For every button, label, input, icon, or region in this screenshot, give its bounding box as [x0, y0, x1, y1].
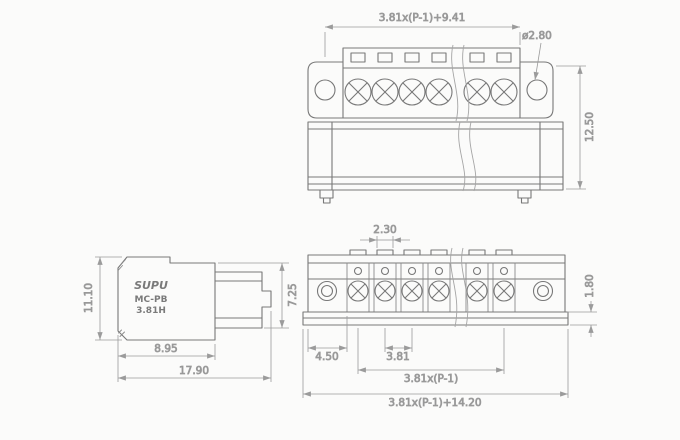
dim-edge-offset: 4.50 — [307, 316, 348, 363]
serrations — [118, 259, 126, 337]
socket-screws — [347, 280, 515, 302]
dim-label-pitch: 3.81 — [386, 351, 409, 363]
dim-plug-depth-total: 17.90 — [118, 311, 272, 382]
mount-feet — [319, 189, 532, 204]
side-view — [307, 121, 564, 204]
dim-label-span-centers: 3.81x(P-1) — [404, 373, 458, 385]
dim-label-flange-thickness: 1.80 — [584, 274, 596, 297]
left-mount-hole — [316, 280, 338, 302]
dim-label-height-right: 12.50 — [584, 112, 596, 142]
dim-label-edge-offset: 4.50 — [315, 351, 338, 363]
front-view — [307, 47, 554, 119]
brand-logo: SUPU — [134, 279, 168, 292]
dim-label-top-span: 3.81x(P-1)+9.41 — [379, 12, 466, 24]
dim-plug-height: 11.10 — [83, 256, 122, 341]
dim-label-plug-right-height: 7.25 — [287, 283, 299, 306]
left-mount-hole — [314, 79, 336, 101]
dim-label-hole-dia: ø2.80 — [522, 30, 552, 42]
dim-label-plug-height: 11.10 — [83, 283, 95, 313]
dim-hole-dia: ø2.80 — [522, 30, 552, 81]
socket-view-break-lines — [450, 247, 469, 328]
terminal-screws — [344, 78, 518, 106]
dim-span-centers: 3.81x(P-1) — [357, 328, 505, 385]
dim-flange-thickness: 1.80 — [567, 274, 597, 337]
dim-pitch: 3.81 — [384, 328, 413, 363]
pitch-code-label: 3.81H — [136, 306, 166, 316]
right-mount-hole — [526, 79, 548, 101]
dim-label-plug-depth-total: 17.90 — [179, 365, 209, 377]
dim-slot-width: 2.30 — [360, 224, 410, 248]
dim-label-slot-width: 2.30 — [373, 224, 396, 236]
right-mount-hole — [532, 280, 554, 302]
model-label: MC-PB — [135, 295, 168, 305]
dim-label-span-total: 3.81x(P-1)+14.20 — [388, 397, 481, 409]
dim-label-plug-depth-body: 8.95 — [154, 343, 177, 355]
dim-plug-right-height: 7.25 — [218, 262, 299, 329]
plug-profile-view — [117, 256, 272, 341]
socket-front-view — [302, 249, 569, 326]
side-view-break-lines — [458, 121, 477, 192]
terminal-channels — [346, 262, 516, 313]
plug-marking: SUPU MC-PB 3.81H — [134, 279, 168, 316]
dim-height-right: 12.50 — [556, 65, 596, 190]
dim-span-total: 3.81x(P-1)+14.20 — [302, 329, 569, 409]
dim-top-span: 3.81x(P-1)+9.41 — [324, 12, 521, 57]
dim-plug-depth-body: 8.95 — [117, 335, 216, 382]
front-view-break-lines — [451, 44, 470, 122]
